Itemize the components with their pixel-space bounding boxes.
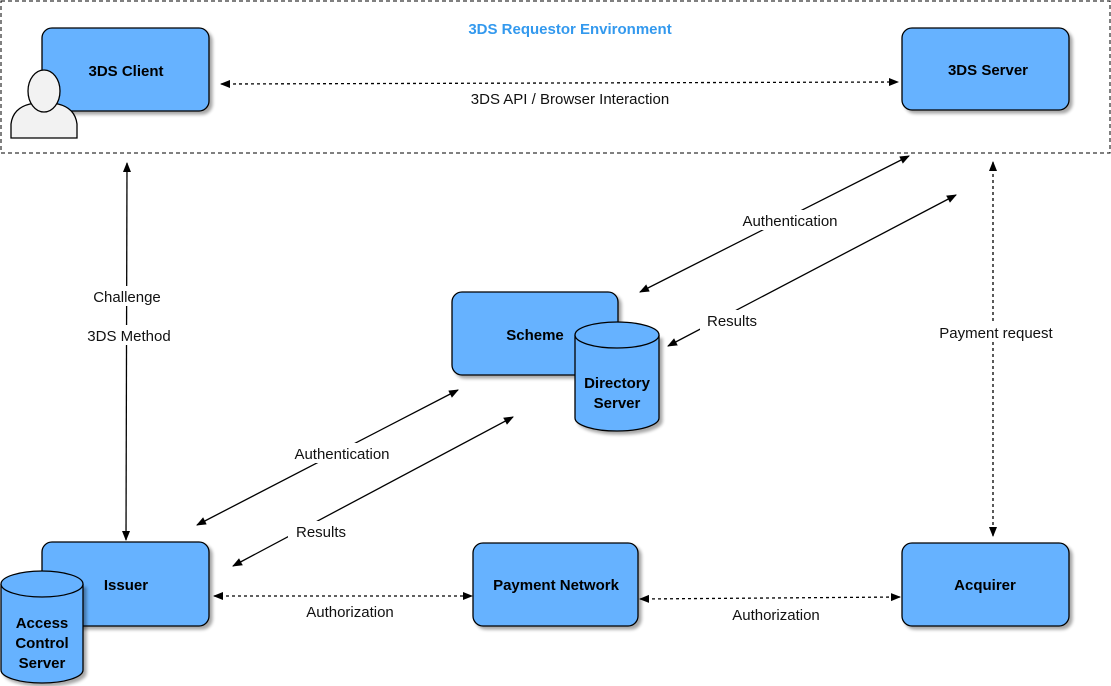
label-issuer-network-auth: Authorization xyxy=(306,604,394,621)
label-server-ds-results: Results xyxy=(707,313,757,330)
acs-label-line3: Server xyxy=(19,655,66,672)
node-acquirer[interactable]: Acquirer xyxy=(901,542,1070,627)
node-3ds-server[interactable]: 3DS Server xyxy=(901,27,1070,111)
label-server-ds-auth: Authentication xyxy=(742,213,837,230)
scheme-label: Scheme xyxy=(506,327,564,344)
edge-labels: 3DS API / Browser Interaction Challenge … xyxy=(78,88,1064,625)
payment-network-label: Payment Network xyxy=(493,577,620,594)
edge-network-acquirer xyxy=(639,593,901,603)
label-challenge: Challenge xyxy=(93,289,161,306)
environment-title: 3DS Requestor Environment xyxy=(468,21,671,38)
node-payment-network[interactable]: Payment Network xyxy=(472,542,639,627)
label-payment-request: Payment request xyxy=(939,325,1053,342)
label-client-server: 3DS API / Browser Interaction xyxy=(471,91,669,108)
issuer-label: Issuer xyxy=(104,577,148,594)
node-3ds-client[interactable]: 3DS Client xyxy=(10,27,210,139)
acquirer-label: Acquirer xyxy=(954,577,1016,594)
edge-ds-issuer-results xyxy=(232,416,514,567)
label-ds-issuer-results: Results xyxy=(296,524,346,541)
edge-client-issuer xyxy=(122,162,131,541)
directory-label-line2: Server xyxy=(594,395,641,412)
acs-label-line1: Access xyxy=(16,615,69,632)
acs-label-line2: Control xyxy=(15,635,68,652)
server-label: 3DS Server xyxy=(948,62,1028,79)
label-network-acquirer-auth: Authorization xyxy=(732,607,820,624)
client-label: 3DS Client xyxy=(88,63,163,80)
label-ds-issuer-auth: Authentication xyxy=(294,446,389,463)
directory-label-line1: Directory xyxy=(584,375,651,392)
node-access-control-server[interactable]: Access Control Server xyxy=(0,570,84,684)
node-issuer[interactable]: Issuer xyxy=(41,541,210,627)
node-directory-server[interactable]: Directory Server xyxy=(574,321,660,432)
edge-client-server xyxy=(220,78,899,88)
requestor-environment: 3DS Requestor Environment xyxy=(0,0,1111,154)
user-icon xyxy=(10,69,78,139)
label-3ds-method: 3DS Method xyxy=(87,328,170,345)
